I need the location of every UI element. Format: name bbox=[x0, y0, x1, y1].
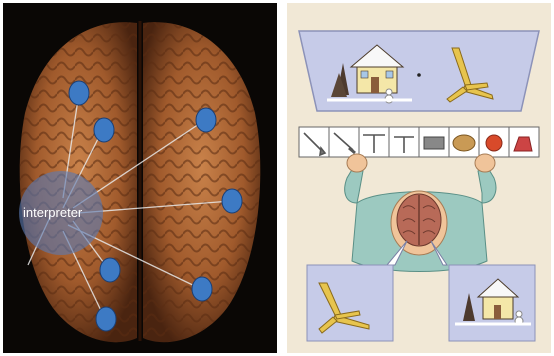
brain-illustration: interpreter bbox=[3, 3, 277, 353]
network-node-6 bbox=[192, 277, 212, 301]
split-brain-experiment-figure bbox=[287, 3, 551, 353]
left-hand bbox=[347, 154, 367, 172]
interpreter-label: interpreter bbox=[23, 205, 83, 220]
right-hand bbox=[475, 154, 495, 172]
network-node-5 bbox=[100, 258, 120, 282]
choice-cards bbox=[299, 127, 539, 157]
network-node-4 bbox=[222, 189, 242, 213]
bottom-right-screen bbox=[449, 265, 535, 341]
network-node-2 bbox=[94, 118, 114, 142]
experiment-illustration bbox=[287, 3, 551, 353]
fixation-point bbox=[417, 73, 421, 77]
top-screen bbox=[299, 31, 539, 111]
network-node-1 bbox=[69, 81, 89, 105]
brain-network-figure: interpreter bbox=[3, 3, 277, 353]
network-node-3 bbox=[196, 108, 216, 132]
bottom-left-screen bbox=[307, 265, 393, 341]
network-node-7 bbox=[96, 307, 116, 331]
